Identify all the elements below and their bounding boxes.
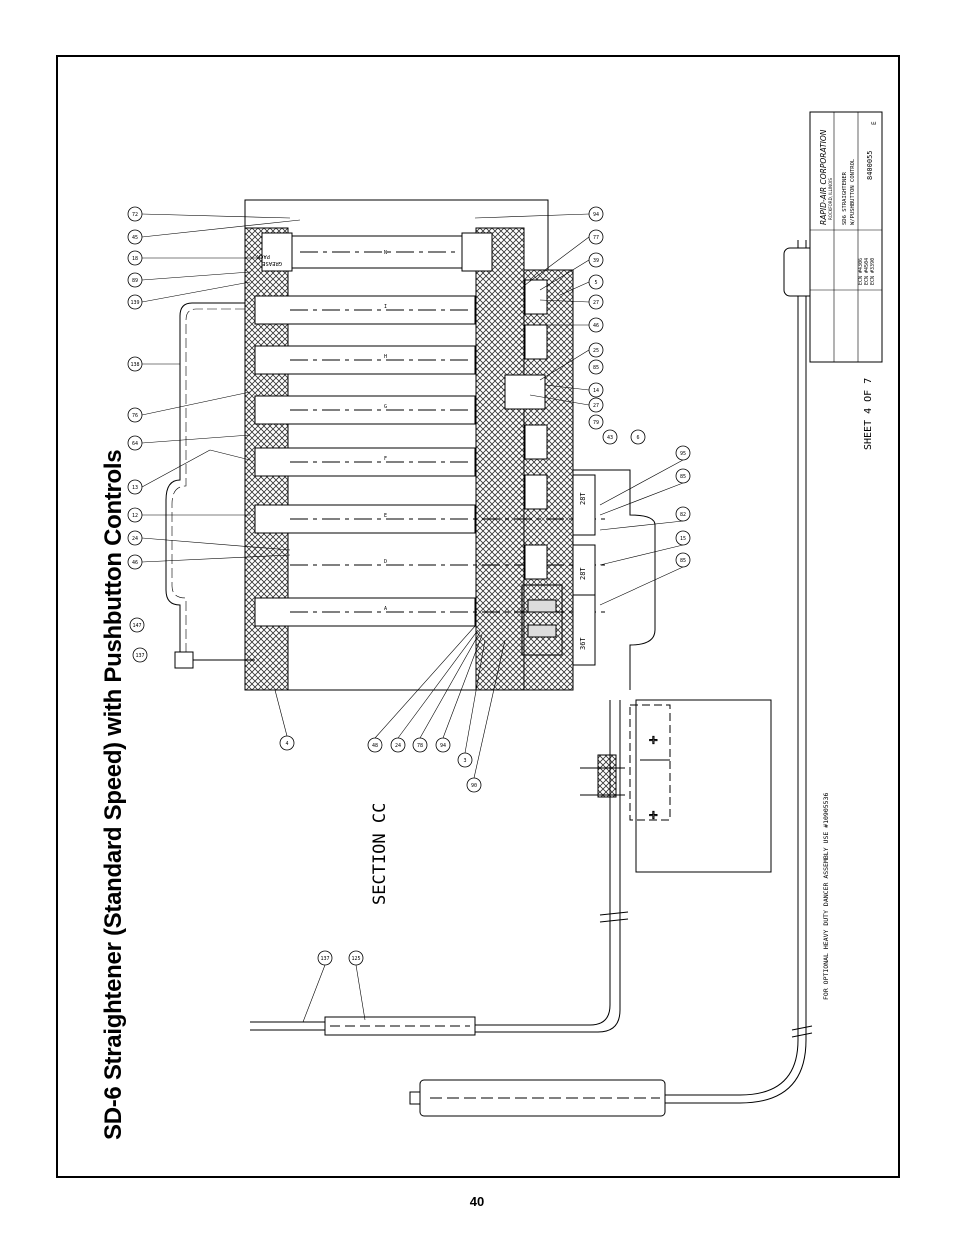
callout-78: 78	[417, 743, 423, 749]
callout-79: 79	[593, 420, 599, 426]
gear-label-2: 28T	[579, 567, 587, 580]
pack-label: PACK	[256, 253, 270, 259]
callout-25: 25	[593, 348, 599, 354]
roll-shafts	[254, 232, 610, 627]
title-block-description: SD6 STRAIGHTENER	[842, 171, 848, 225]
row-label-i: I	[384, 304, 387, 310]
leader-lines	[141, 213, 684, 1023]
callout-18: 18	[132, 256, 138, 262]
callout-24: 24	[132, 536, 138, 542]
callout-82: 82	[680, 512, 686, 518]
page-number: 40	[469, 1194, 485, 1209]
title-block-revision: E	[871, 121, 878, 125]
title-block-description-2: W/PUSHBUTTON CONTROL	[850, 158, 856, 225]
air-line-left-inner	[171, 308, 245, 660]
callout-48: 48	[372, 743, 378, 749]
callout-94: 94	[593, 212, 599, 218]
row-label-g: G	[384, 404, 387, 410]
svg-text:+: +	[646, 811, 662, 819]
callout-14: 14	[593, 388, 599, 394]
row-label-f: F	[384, 456, 387, 462]
callout-4: 4	[285, 741, 288, 747]
title-block-drawing-number: 8400055	[866, 150, 874, 180]
page-frame	[56, 55, 900, 1178]
right-hatched-wall	[475, 227, 525, 691]
callout-89: 89	[132, 278, 138, 284]
callout-90: 90	[471, 783, 477, 789]
ecn-row-2: ECN #4504	[864, 258, 870, 285]
callout-45: 45	[132, 235, 138, 241]
callout-85: 85	[593, 365, 599, 371]
callout-125: 125	[351, 956, 360, 962]
valve-blocks	[504, 279, 548, 580]
callout-137-left: 137	[135, 653, 144, 659]
row-label-a: A	[384, 606, 387, 612]
callout-13: 13	[132, 485, 138, 491]
optional-dancer-note: FOR OPTIONAL HEAVY DUTY DANCER ASSEMBLY …	[822, 793, 830, 1000]
drawing-labels: SECTION CC SHEET 4 OF 7 FOR OPTIONAL HEA…	[130, 212, 874, 1000]
callout-39: 39	[593, 258, 599, 264]
callout-147: 147	[132, 623, 141, 629]
row-label-d: D	[384, 559, 387, 565]
air-line-left	[165, 302, 245, 660]
callout-5: 5	[594, 280, 597, 286]
callout-6: 6	[636, 435, 639, 441]
callout-64: 64	[132, 441, 138, 447]
sheet-label: SHEET 4 OF 7	[863, 378, 874, 450]
callout-27b: 27	[593, 403, 599, 409]
callout-27: 27	[593, 300, 599, 306]
ecn-row-1: ECN #4306	[858, 258, 864, 285]
callout-46: 46	[132, 560, 138, 566]
control-cabinet: + +	[573, 469, 772, 873]
callout-15: 15	[680, 536, 686, 542]
callout-94b: 94	[440, 743, 446, 749]
callout-85b: 85	[680, 474, 686, 480]
callout-3: 3	[463, 758, 466, 764]
gear-label-1: 28T	[579, 492, 587, 505]
callout-12: 12	[132, 513, 138, 519]
row-label-e: E	[384, 513, 387, 519]
gear-stack	[521, 474, 596, 666]
section-label: SECTION CC	[370, 803, 390, 905]
ecn-row-3: ECN #3390	[870, 258, 876, 285]
callout-balloons	[127, 206, 691, 966]
title-block-location: ROCKFORD, ILLINOIS	[828, 178, 833, 220]
gear-label-3: 36T	[579, 637, 587, 650]
callout-139: 139	[130, 300, 139, 306]
callout-72: 72	[132, 212, 138, 218]
title-block: RAPID-AIR CORPORATION ROCKFORD, ILLINOIS…	[809, 111, 883, 363]
grease-label: GREASE	[262, 260, 282, 266]
fitting-147	[174, 651, 194, 669]
callout-43: 43	[607, 435, 613, 441]
callout-77: 77	[593, 235, 599, 241]
callout-46b: 46	[593, 323, 599, 329]
callout-85c: 85	[680, 558, 686, 564]
callout-76: 76	[132, 413, 138, 419]
row-label-n: N	[384, 250, 387, 256]
callout-138: 138	[130, 362, 139, 368]
row-label-h: H	[384, 354, 387, 360]
callout-95: 95	[680, 451, 686, 457]
svg-text:+: +	[646, 736, 662, 744]
title-block-company: RAPID-AIR CORPORATION	[819, 129, 828, 225]
callout-137: 137	[320, 956, 329, 962]
callout-24b: 24	[395, 743, 401, 749]
